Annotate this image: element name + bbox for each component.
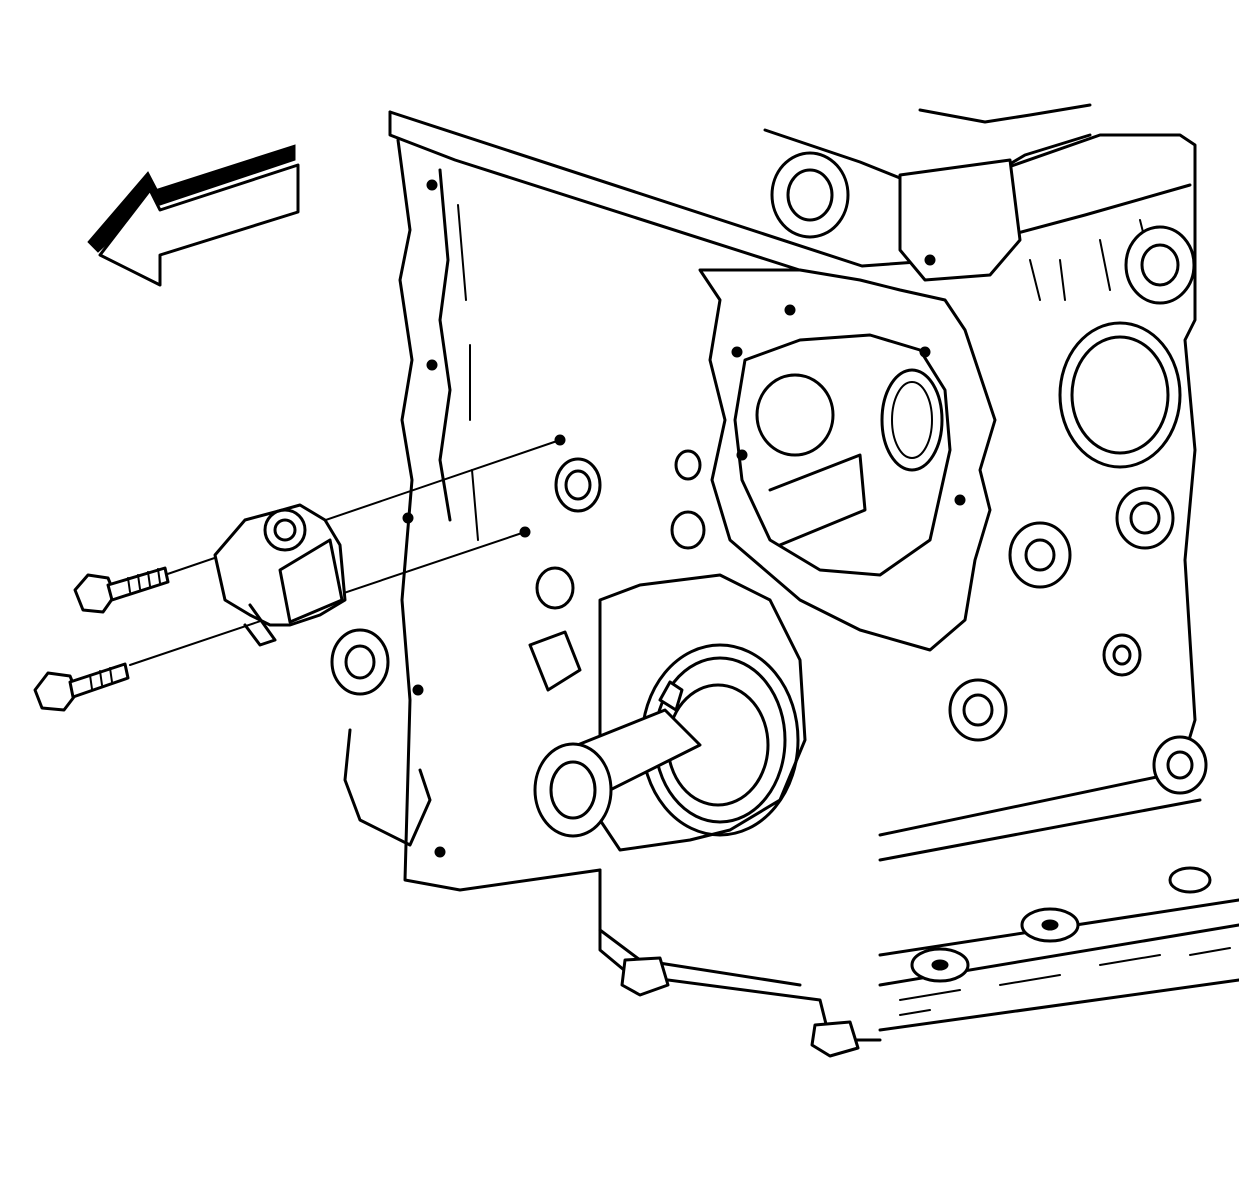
left-bosses [330,179,936,858]
sensor-bolt-upper [73,566,170,614]
crankshaft-position-sensor [213,503,347,647]
sensor-bolt-lower [33,662,130,712]
upper-bracket [770,151,1208,795]
oil-pan-bolts [620,866,1212,1058]
front-cover [698,268,997,652]
direction-arrow-left-icon [87,144,300,287]
crankshaft-snout [533,573,807,852]
alignment-lines [129,439,561,666]
